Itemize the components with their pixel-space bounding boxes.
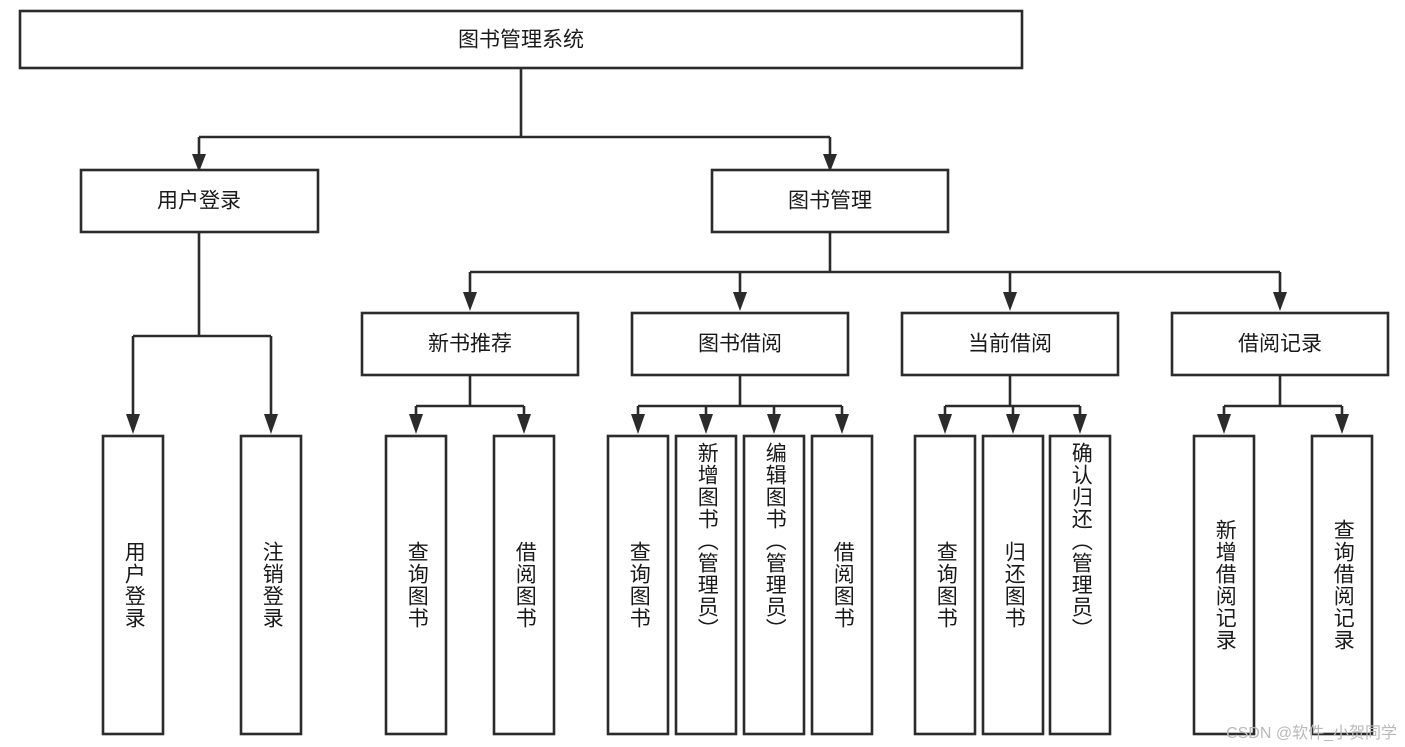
node-bookmgmt[interactable]: 图书管理 — [710, 168, 950, 234]
edge-group-current-to-leaves — [938, 375, 1087, 434]
node-newbook-label: 新书推荐 — [428, 333, 512, 356]
node-root-box[interactable] — [18, 9, 1024, 70]
node-current[interactable]: 当前借阅 — [900, 311, 1120, 377]
node-newbook-box[interactable] — [360, 311, 580, 377]
node-current-box[interactable] — [900, 311, 1120, 377]
node-leaf1-box[interactable] — [101, 434, 165, 736]
node-root[interactable]: 图书管理系统 — [18, 9, 1024, 70]
node-borrow[interactable]: 图书借阅 — [630, 311, 850, 377]
edge-group-borrow-to-leaves — [631, 375, 849, 434]
arrow-to-bookmgmt — [823, 154, 837, 172]
node-leaf2-box[interactable] — [239, 434, 303, 736]
arrow-to-leaf13 — [1335, 414, 1349, 434]
edge-borrow-bus — [636, 375, 844, 418]
node-leaf9-box[interactable] — [913, 434, 977, 736]
edge-group-record-to-leaves — [1217, 375, 1349, 434]
node-leaf4-box[interactable] — [492, 434, 556, 736]
arrow-to-leaf4 — [517, 414, 531, 434]
edge-record-bus — [1222, 375, 1344, 418]
arrow-to-current — [1003, 292, 1017, 311]
node-leaf10-box[interactable] — [981, 434, 1045, 736]
edge-login-bus — [131, 232, 273, 418]
watermark-text: CSDN @软件_小贺同学 — [1226, 725, 1397, 742]
arrow-to-borrow — [733, 292, 747, 311]
node-leaf12-box[interactable] — [1192, 434, 1256, 736]
node-root-label: 图书管理系统 — [458, 29, 584, 52]
edge-bookmgmt-bus — [468, 232, 1282, 296]
node-leaf11-box[interactable] — [1048, 434, 1112, 736]
edge-group-login-to-leaves — [126, 232, 278, 434]
arrow-to-leaf11 — [1073, 414, 1087, 434]
arrow-to-leaf9 — [938, 414, 952, 434]
node-login[interactable]: 用户登录 — [79, 168, 320, 234]
edge-group-bookmgmt-to-level3 — [463, 232, 1287, 311]
node-leaf5-box[interactable] — [606, 434, 670, 736]
node-newbook[interactable]: 新书推荐 — [360, 311, 580, 377]
arrow-to-leaf7 — [767, 414, 781, 434]
edge-group-root-to-level2 — [192, 68, 837, 172]
arrow-to-leaf6 — [699, 414, 713, 434]
edge-newbook-bus — [414, 375, 526, 418]
node-record-label: 借阅记录 — [1238, 333, 1322, 356]
arrow-to-leaf3 — [409, 414, 423, 434]
arrow-to-leaf1 — [126, 414, 140, 434]
node-record[interactable]: 借阅记录 — [1170, 311, 1390, 377]
node-leaf8-box[interactable] — [810, 434, 874, 736]
node-leaf6-box[interactable] — [674, 434, 738, 736]
node-borrow-label: 图书借阅 — [698, 333, 782, 356]
node-leaf13-box[interactable] — [1310, 434, 1374, 736]
edge-root-bus — [197, 68, 830, 160]
arrow-to-newbook — [463, 292, 477, 311]
arrow-to-login — [192, 154, 206, 172]
edge-current-bus — [943, 375, 1082, 418]
arrow-to-leaf5 — [631, 414, 645, 434]
edge-group-newbook-to-leaves — [409, 375, 531, 434]
node-login-label: 用户登录 — [157, 190, 241, 213]
node-current-label: 当前借阅 — [968, 333, 1052, 356]
arrow-to-leaf12 — [1217, 414, 1231, 434]
arrow-to-leaf2 — [264, 414, 278, 434]
node-borrow-box[interactable] — [630, 311, 850, 377]
node-leaf7-box[interactable] — [742, 434, 806, 736]
arrow-to-record — [1273, 292, 1287, 311]
leaf-boxes — [101, 434, 1374, 736]
arrow-to-leaf8 — [835, 414, 849, 434]
arrow-to-leaf10 — [1006, 414, 1020, 434]
node-leaf3-box[interactable] — [384, 434, 448, 736]
node-bookmgmt-box[interactable] — [710, 168, 950, 234]
node-record-box[interactable] — [1170, 311, 1390, 377]
node-login-box[interactable] — [79, 168, 320, 234]
node-bookmgmt-label: 图书管理 — [788, 190, 872, 213]
